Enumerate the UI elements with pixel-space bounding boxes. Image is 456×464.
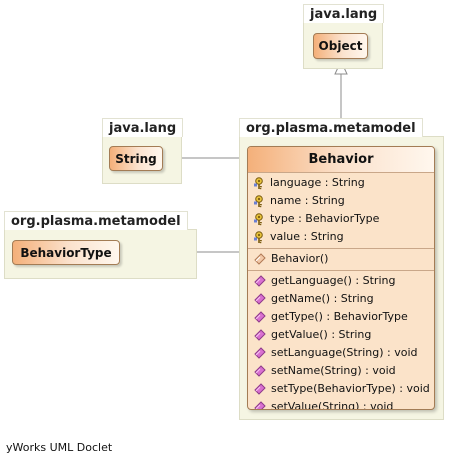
key-icon: [254, 212, 270, 226]
method-icon: [254, 365, 271, 377]
attribute-row[interactable]: value : String: [248, 228, 434, 246]
attribute-row-label: language : String: [270, 176, 365, 189]
method-row[interactable]: setName(String) : void: [248, 362, 434, 380]
package-label: org.plasma.metamodel: [239, 118, 423, 137]
class-string[interactable]: String: [109, 146, 163, 171]
method-row[interactable]: getType() : BehaviorType: [248, 308, 434, 326]
package-label: java.lang: [102, 118, 184, 137]
method-row[interactable]: setValue(String) : void: [248, 398, 434, 410]
key-icon: [254, 176, 270, 190]
method-row-label: setLanguage(String) : void: [271, 346, 418, 359]
method-row-label: setType(BehaviorType) : void: [271, 382, 430, 395]
method-row[interactable]: getName() : String: [248, 290, 434, 308]
constructors-section: Behavior(): [248, 249, 434, 271]
method-row-label: getType() : BehaviorType: [271, 310, 408, 323]
class-object[interactable]: Object: [313, 33, 368, 59]
attribute-row-label: value : String: [270, 230, 344, 243]
constructor-icon: [254, 253, 271, 265]
class-behaviortype[interactable]: BehaviorType: [12, 240, 120, 265]
method-row-label: getName() : String: [271, 292, 374, 305]
attributes-section: language : String name : String type : Beh…: [248, 173, 434, 249]
method-row[interactable]: setLanguage(String) : void: [248, 344, 434, 362]
constructor-row-label: Behavior(): [271, 252, 329, 265]
method-row[interactable]: setType(BehaviorType) : void: [248, 380, 434, 398]
footer-credit: yWorks UML Doclet: [6, 441, 113, 454]
methods-section: getLanguage() : String getName() : String…: [248, 271, 434, 410]
method-row[interactable]: getLanguage() : String: [248, 272, 434, 290]
constructor-row[interactable]: Behavior(): [248, 250, 434, 268]
class-behavior[interactable]: Behavior language : String name : String t…: [247, 146, 435, 410]
method-icon: [254, 383, 271, 395]
package-label: org.plasma.metamodel: [4, 211, 188, 230]
key-icon: [254, 230, 270, 244]
method-row-label: setName(String) : void: [271, 364, 396, 377]
method-row[interactable]: getValue() : String: [248, 326, 434, 344]
method-row-label: setValue(String) : void: [271, 400, 394, 410]
method-icon: [254, 329, 271, 341]
method-row-label: getValue() : String: [271, 328, 372, 341]
method-row-label: getLanguage() : String: [271, 274, 396, 287]
attribute-row-label: name : String: [270, 194, 345, 207]
key-icon: [254, 194, 270, 208]
method-icon: [254, 347, 271, 359]
class-behavior-title: Behavior: [248, 147, 434, 173]
method-icon: [254, 311, 271, 323]
method-icon: [254, 293, 271, 305]
attribute-row-label: type : BehaviorType: [270, 212, 380, 225]
method-icon: [254, 401, 271, 409]
package-label: java.lang: [303, 4, 385, 23]
attribute-row[interactable]: name : String: [248, 192, 434, 210]
attribute-row[interactable]: type : BehaviorType: [248, 210, 434, 228]
attribute-row[interactable]: language : String: [248, 174, 434, 192]
method-icon: [254, 275, 271, 287]
